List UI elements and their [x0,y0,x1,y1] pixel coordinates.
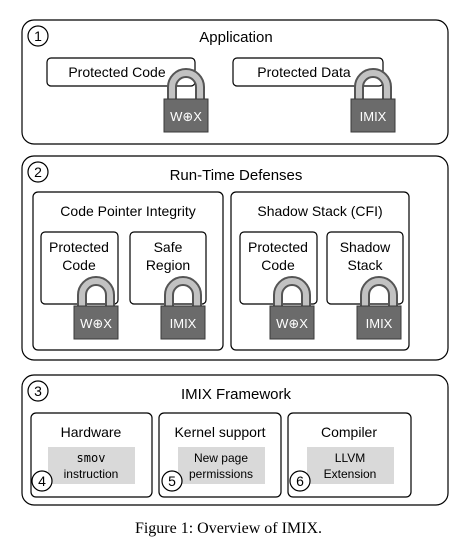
padlock-icon: IMIX [356,276,402,340]
lock-label-wx: W⊕X [170,109,202,124]
padlock-icon: IMIX [350,68,396,133]
hardware-line1: smov [77,451,106,465]
number-badge-2 [27,161,49,183]
figure-caption: Figure 1: Overview of IMIX. [134,520,323,537]
shadow-stack-subpanel: Shadow Stack (CFI) Protected Code Shadow… [230,191,410,351]
lock-label-imix: IMIX [170,316,197,331]
padlock-icon: W⊕X [73,276,119,340]
shadow-box1-line2: Code [261,257,295,273]
cpi-box2-line1: Safe [154,239,183,255]
padlock-icon: IMIX [160,276,206,340]
cpi-subpanel: Code Pointer Integrity Protected Code Sa… [32,191,224,351]
cpi-box1-line2: Code [62,257,96,273]
badge-4-label: 4 [38,473,46,489]
badge-2-label: 2 [34,164,42,180]
kernel-title: Kernel support [174,424,265,440]
compiler-box: Compiler LLVM Extension 6 [287,412,412,498]
number-badge-5 [161,470,183,492]
number-badge-1 [27,25,49,47]
shadow-box2-line2: Stack [347,257,383,273]
hardware-box: Hardware smov instruction 4 [30,412,153,498]
lock-label-imix: IMIX [366,316,393,331]
kernel-support-box: Kernel support New page permissions 5 [158,412,282,498]
shadow-box2-line1: Shadow [340,239,391,255]
padlock-icon: W⊕X [269,276,315,340]
badge-3-label: 3 [34,383,42,399]
kernel-line2: permissions [189,467,253,481]
lock-label-wx: W⊕X [276,316,308,331]
lock-label-imix: IMIX [360,109,387,124]
imix-framework-panel: 3 IMIX Framework Hardware smov instructi… [21,374,449,506]
lock-label-wx: W⊕X [80,316,112,331]
runtime-title: Run-Time Defenses [170,167,303,184]
badge-6-label: 6 [296,473,304,489]
badge-1-label: 1 [34,28,42,44]
smov-box [48,447,135,484]
framework-title: IMIX Framework [181,386,292,403]
runtime-defenses-panel: 2 Run-Time Defenses Code Pointer Integri… [21,155,449,361]
application-title: Application [199,29,272,46]
shadow-title: Shadow Stack (CFI) [257,203,382,219]
number-badge-4 [31,470,53,492]
protected-data-label: Protected Data [257,64,351,80]
protected-code-label: Protected Code [68,64,165,80]
hardware-line2: instruction [64,467,119,481]
cpi-box1-line1: Protected [49,239,109,255]
llvm-extension-box [307,447,394,484]
application-panel: 1 Application Protected Code Protected D… [21,19,449,145]
badge-5-label: 5 [168,473,176,489]
compiler-line1: LLVM [335,451,365,465]
page-permissions-box [178,447,265,484]
number-badge-6 [289,470,311,492]
cpi-title: Code Pointer Integrity [60,203,195,219]
compiler-line2: Extension [324,467,377,481]
shadow-box1-line1: Protected [248,239,308,255]
number-badge-3 [27,380,49,402]
compiler-title: Compiler [321,424,377,440]
hardware-title: Hardware [61,424,122,440]
padlock-icon: W⊕X [163,68,209,133]
kernel-line1: New page [194,451,248,465]
cpi-box2-line2: Region [146,257,190,273]
